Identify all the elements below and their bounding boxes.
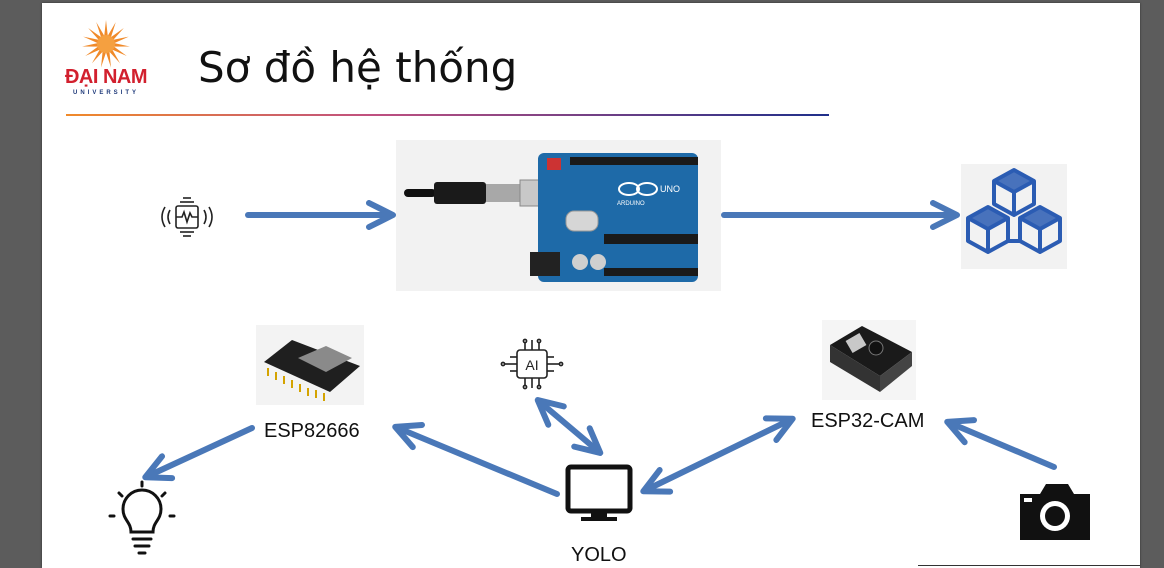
title-underline (66, 114, 829, 116)
board-marking-arduino: ARDUINO (617, 201, 645, 207)
label-esp32cam: ESP32-CAM (811, 410, 925, 432)
logo-subtitle: UNIVERSITY (72, 90, 139, 96)
dai-nam-logo-sun-icon (82, 20, 130, 68)
monitor-icon (565, 464, 633, 521)
arrow-camera-to-esp32cam (944, 417, 1057, 470)
board-marking-uno: UNO (660, 184, 680, 194)
vibration-sensor-icon (161, 197, 213, 237)
ai-chip-icon (500, 338, 564, 390)
camera-icon (1020, 484, 1090, 540)
label-yolo: YOLO (571, 544, 627, 566)
footer-line (918, 565, 1140, 566)
blockchain-cubes-icon (961, 164, 1067, 269)
esp32-cam-board-image (822, 320, 916, 400)
arduino-uno-board-image: UNO ARDUINO (396, 140, 721, 291)
nodemcu-board-image (256, 325, 364, 405)
slide-title: Sơ đồ hệ thống (198, 43, 518, 92)
arrow-yolo-to-esp8266 (392, 421, 560, 497)
light-bulb-icon (108, 480, 176, 555)
arrow-yolo-esp32cam (640, 415, 796, 495)
label-esp8266: ESP82666 (264, 420, 360, 442)
ai-chip-label: AI (525, 357, 538, 373)
arrow-ai-yolo (534, 397, 604, 456)
arrow-esp8266-to-bulb (142, 425, 255, 482)
logo-name: ĐẠI NAM (64, 66, 148, 88)
diagram-arrows (142, 200, 1057, 497)
